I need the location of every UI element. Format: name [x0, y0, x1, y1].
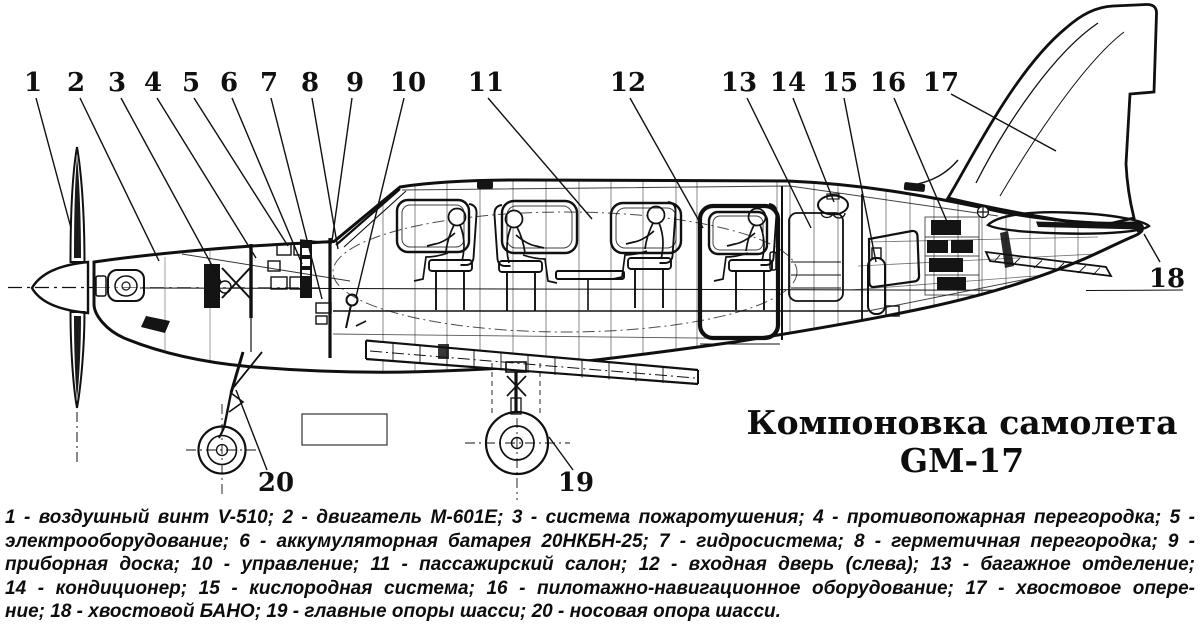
- entry-door: [697, 203, 781, 345]
- legend-line-2: электрооборудование; 6 - аккумуляторная …: [5, 530, 1195, 552]
- callout-number-10: 10: [390, 68, 426, 98]
- diagram-title: Компоновка самолета GM-17: [742, 404, 1182, 480]
- fin-attach-point: [976, 205, 990, 219]
- pump-unit: [885, 305, 900, 317]
- fin-fillet: [907, 159, 959, 187]
- door-window: [707, 210, 769, 256]
- cabin-window-2: [609, 201, 683, 255]
- callout-numbers: 1 2 3 4 5 6 7 8 9 10 11 12 13 14 15 16 1…: [24, 68, 1185, 498]
- fire-bottle: [218, 280, 232, 294]
- callout-number-15: 15: [822, 68, 858, 98]
- leader-lines: [35, 93, 1161, 471]
- engine-block: [204, 264, 220, 308]
- callout-number-4: 4: [144, 68, 162, 98]
- fuselage-outline: [92, 178, 1145, 374]
- callout-number-14: 14: [770, 68, 806, 98]
- callout-number-7: 7: [260, 68, 278, 98]
- callout-number-5: 5: [182, 68, 200, 98]
- callout-number-19: 19: [558, 468, 594, 498]
- callout-number-8: 8: [301, 68, 319, 98]
- engine: [95, 243, 332, 352]
- callout-number-3: 3: [108, 68, 126, 98]
- nose-gear: [186, 351, 388, 498]
- cabin-table: [555, 270, 625, 280]
- legend: 1 - воздушный винт V-510; 2 - двигатель …: [5, 506, 1195, 624]
- roof-antenna-rear: [903, 182, 926, 192]
- legend-line-3: приборная доска; 10 - управление; 11 - п…: [5, 554, 1195, 576]
- tailplane: [984, 211, 1151, 278]
- baggage-compartment: [781, 186, 863, 340]
- callout-number-11: 11: [468, 68, 504, 98]
- cockpit-side-window: [395, 198, 471, 254]
- propeller: [69, 146, 86, 409]
- callout-number-17: 17: [923, 68, 959, 98]
- elevator-horn: [1000, 231, 1014, 268]
- tail-fin: [907, 3, 1158, 228]
- avionics-rack: [924, 216, 980, 296]
- control-yoke: [345, 293, 359, 307]
- air-conditioner: [817, 193, 849, 219]
- diagram-title-line2: GM-17: [899, 441, 1025, 480]
- pressure-cabin-boundary: [332, 211, 798, 333]
- callout-number-13: 13: [721, 68, 757, 98]
- legend-line-1: 1 - воздушный винт V-510; 2 - двигатель …: [5, 507, 1195, 528]
- spinner: [30, 260, 90, 315]
- callout-number-6: 6: [220, 68, 238, 98]
- datum-line-aft: [1085, 289, 1184, 291]
- oxygen-bottle: [867, 247, 900, 317]
- elevator: [984, 250, 1113, 278]
- callout-number-9: 9: [346, 68, 364, 98]
- callout-number-16: 16: [870, 68, 906, 98]
- cabin-window-1: [500, 199, 579, 255]
- callout-number-20: 20: [258, 468, 294, 498]
- exhaust-stack: [141, 316, 170, 333]
- wing-attach-fitting: [438, 344, 449, 359]
- cabin-occupants: [413, 201, 778, 312]
- callout-number-18: 18: [1149, 264, 1185, 294]
- callout-number-1: 1: [24, 68, 42, 98]
- callout-number-2: 2: [67, 68, 85, 98]
- wing-center-section: [365, 339, 699, 386]
- rear-window: [867, 229, 921, 289]
- callout-number-12: 12: [610, 68, 646, 98]
- legend-line-4: 14 - кондиционер; 15 - кислородная систе…: [5, 577, 1195, 599]
- door-handle: [769, 251, 777, 271]
- nose-gear-door: [301, 413, 388, 446]
- cabin-windows: [395, 198, 683, 255]
- legend-line-5: ние; 18 - хвостовой БАНО; 19 - главные о…: [5, 601, 781, 623]
- baggage-door: [788, 212, 844, 302]
- roof-antenna-front: [477, 181, 493, 189]
- cockpit: [181, 188, 407, 358]
- diagram-title-line1: Компоновка самолета: [746, 403, 1178, 442]
- tail-nav-light: [1136, 226, 1144, 234]
- main-gear: [465, 361, 570, 500]
